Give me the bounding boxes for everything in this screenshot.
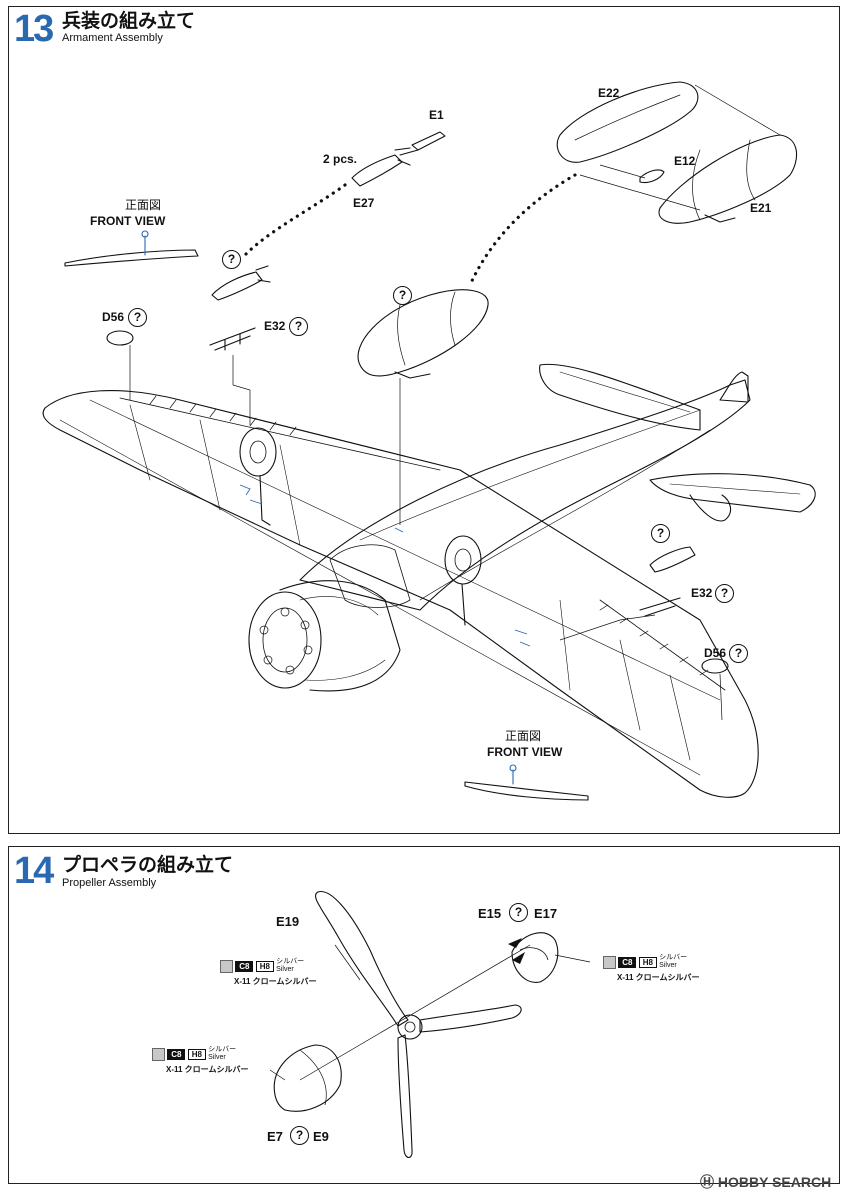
propeller-blade-right (419, 1004, 522, 1033)
label-d56-left: D56 (102, 310, 125, 324)
label-e12: E12 (674, 154, 696, 168)
label-2-pcs: 2 pcs. (323, 152, 358, 166)
hobby-search-watermark: Ⓗ HOBBY SEARCH (700, 1174, 832, 1190)
part-e12 (639, 169, 665, 184)
assembly-axis-line (299, 944, 531, 1081)
unknown-part-mark: ? (128, 308, 147, 327)
label-e19: E19 (276, 914, 300, 929)
bomb-left (211, 271, 263, 301)
paint-code-c: C8 (618, 956, 637, 968)
unknown-part-mark: ? (393, 286, 412, 305)
guide-dots-left (243, 183, 347, 257)
unknown-part-mark: ? (289, 317, 308, 336)
front-view-bottom-jp: 正面図 (505, 729, 542, 743)
step-14-title-en: Propeller Assembly (62, 877, 157, 889)
wing-outline (42, 390, 759, 798)
horizontal-stabilizer-top (539, 363, 701, 431)
front-view-bottom (464, 781, 589, 801)
label-d56-right: D56 (704, 646, 727, 660)
label-e27: E27 (353, 196, 375, 210)
label-e32-right: E32 (691, 586, 713, 600)
label-e21: E21 (750, 201, 772, 215)
front-view-top-en: FRONT VIEW (90, 214, 166, 228)
step-14-panel (8, 846, 840, 1184)
label-e7: E7 (267, 1129, 283, 1144)
left-wheel (239, 427, 277, 477)
backplate-e15 (511, 932, 559, 983)
bomb-right (649, 546, 696, 573)
part-d56-left (106, 330, 134, 346)
paint-x11: X-11 クロームシルバー (234, 977, 317, 986)
horizontal-stabilizer-right (649, 473, 816, 513)
label-e15: E15 (478, 906, 502, 921)
paint-code-h: H8 (638, 956, 657, 968)
rack-e32-left (209, 327, 256, 351)
engine-cowling-front (248, 591, 322, 689)
unknown-part-mark: ? (651, 524, 670, 543)
paint-code-c: C8 (235, 960, 254, 972)
fuselage-outline (299, 379, 751, 611)
drop-tank-e22 (556, 81, 699, 163)
step-13-panel (8, 6, 840, 834)
label-e9: E9 (313, 1129, 329, 1144)
bomb-e27 (351, 154, 403, 187)
paint-code-c: C8 (167, 1048, 186, 1060)
label-e17: E17 (534, 906, 558, 921)
step-13-title-en: Armament Assembly (62, 32, 163, 44)
paint-swatch (220, 959, 233, 973)
drop-tank-e21 (658, 134, 798, 224)
paint-code-h: H8 (255, 960, 274, 972)
step-13-title-jp: 兵装の組み立て (62, 11, 196, 32)
paint-x11: X-11 クロームシルバー (166, 1065, 249, 1074)
front-view-top (64, 249, 199, 267)
step-13-number: 13 (14, 8, 54, 50)
label-e32-left: E32 (264, 319, 286, 333)
unknown-part-mark: ? (509, 903, 528, 922)
drop-tank-mid (357, 289, 489, 377)
unknown-part-mark: ? (729, 644, 748, 663)
paint-swatch (603, 955, 616, 969)
tail-fin (719, 371, 749, 403)
paint-code-h: H8 (187, 1048, 206, 1060)
guide-dots-right (468, 173, 577, 287)
step-14-number: 14 (14, 850, 54, 892)
unknown-part-mark: ? (715, 584, 734, 603)
part-d56-right (701, 658, 729, 674)
part-e1 (411, 131, 446, 151)
right-wheel (444, 535, 482, 585)
wing-panel-lines (59, 399, 721, 776)
rack-e32-right (639, 597, 681, 617)
label-e1: E1 (429, 108, 444, 122)
unknown-part-mark: ? (290, 1126, 309, 1145)
front-view-top-jp: 正面図 (125, 198, 162, 212)
propeller-blade-upper (314, 891, 409, 1027)
step-14-title-jp: プロペラの組み立て (62, 855, 234, 876)
front-view-bottom-en: FRONT VIEW (487, 745, 563, 759)
spinner-e7 (273, 1044, 342, 1112)
unknown-part-mark: ? (222, 250, 241, 269)
paint-x11: X-11 クロームシルバー (617, 973, 700, 982)
propeller-hub (397, 1014, 423, 1040)
propeller-blade-lower (397, 1034, 413, 1159)
paint-swatch (152, 1047, 165, 1061)
label-e22: E22 (598, 86, 620, 100)
